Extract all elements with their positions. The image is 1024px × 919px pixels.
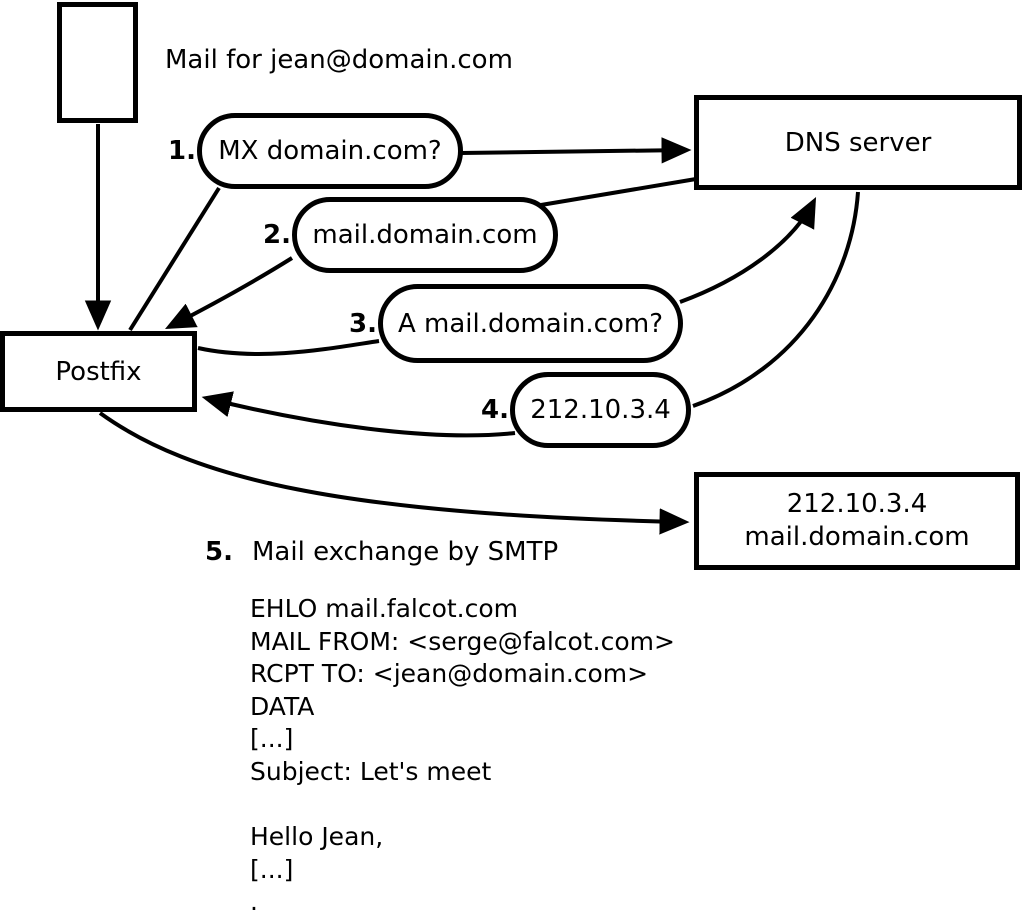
mail-message-node [57,2,138,123]
arrow-mx-query-to-dns [460,137,692,164]
arrow-mx-reply-to-postfix [164,256,294,330]
step2-number: 2. [263,220,291,250]
line-postfix-to-mx-query [128,186,221,332]
smtp-line: [...] [250,724,294,754]
arrow-smtp-postfix-to-mailserver [98,411,690,535]
smtp-line: Hello Jean, [250,822,384,852]
step1-label: MX domain.com? [218,136,442,166]
mail-server-ip: 212.10.3.4 [786,489,928,519]
step5-number: 5. [205,537,233,567]
step4-label: 212.10.3.4 [530,395,671,425]
line-dns-to-a-reply [692,191,860,408]
line-dns-to-mx-reply [540,177,697,207]
smtp-line: . [250,887,258,917]
postfix-node: Postfix [0,331,197,412]
smtp-line: DATA [250,691,315,721]
step4-number: 4. [481,395,509,425]
mail-server-hostname: mail.domain.com [744,522,970,552]
mail-for-label: Mail for jean@domain.com [165,45,513,75]
step3-number: 3. [349,309,377,339]
step5-label: Mail exchange by SMTP [252,537,559,567]
step3-label: A mail.domain.com? [398,308,663,339]
step4-bubble: 212.10.3.4 [510,372,691,448]
arrow-a-reply-to-postfix [201,391,516,438]
smtp-line [250,789,675,822]
step1-number: 1. [168,136,196,166]
smtp-line: Subject: Let's meet [250,756,492,786]
arrow-a-query-to-dns [679,196,817,304]
smtp-line: MAIL FROM: <serge@falcot.com> [250,626,675,656]
dns-server-node: DNS server [694,95,1022,190]
smtp-session-text: EHLO mail.falcot.com MAIL FROM: <serge@f… [250,593,675,919]
step3-bubble: A mail.domain.com? [378,284,683,363]
step2-label: mail.domain.com [312,220,538,250]
mail-server-node: 212.10.3.4 mail.domain.com [694,472,1020,570]
line-postfix-to-a-query [197,339,380,356]
smtp-line: RCPT TO: <jean@domain.com> [250,659,649,689]
postfix-label: Postfix [55,356,142,387]
smtp-line: [...] [250,854,294,884]
smtp-line: EHLO mail.falcot.com [250,594,519,623]
step2-bubble: mail.domain.com [292,197,558,273]
dns-server-label: DNS server [784,127,932,158]
step1-bubble: MX domain.com? [197,113,463,189]
